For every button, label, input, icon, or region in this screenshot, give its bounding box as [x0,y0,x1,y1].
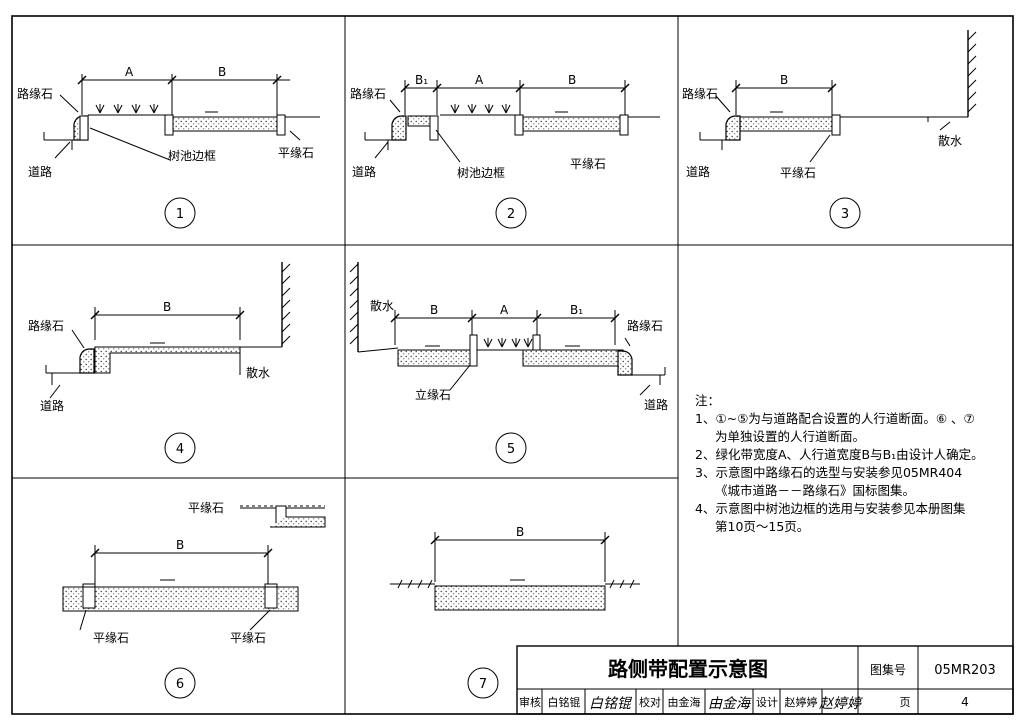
dim-b-3: B [780,73,788,87]
section-6 [62,505,326,699]
dim-b-6: B [176,538,184,552]
dim-b-1: B [218,65,226,79]
note-3b: 《城市道路－－路缘石》国标图集。 [715,483,916,498]
dim-b-7: B [516,525,524,539]
label-flat-curb-1: 平缘石 [278,146,314,160]
label-road-1: 道路 [28,164,52,179]
design-label: 设计 [756,696,778,709]
circle-number-4: 4 [176,442,184,457]
circle-number-2: 2 [507,207,515,222]
atlas-number-label: 图集号 [870,662,906,677]
reviewer-signature: 白铭锟 [589,696,633,712]
section-numbers: 1 2 3 4 5 6 7 [176,207,849,692]
label-road-4: 道路 [40,398,64,413]
dimension-labels: A B B₁ A B B B B A B₁ B B [125,65,788,552]
review-label: 审核 [519,695,541,709]
notes: 注： 1、①~⑤为与道路配合设置的人行道断面。⑥ 、⑦ 为单独设置的人行道断面。… [695,392,1007,536]
section-1 [43,74,320,229]
label-flat-curb-2: 平缘石 [570,157,606,171]
label-drain-4: 散水 [246,365,270,380]
note-3a: 3、示意图中路缘石的选型与安装参见05MR404 [695,465,963,480]
label-upright-curb-5: 立缘石 [415,387,451,402]
note-1a: 1、①~⑤为与道路配合设置的人行道断面。⑥ 、⑦ [695,411,975,426]
label-road-3: 道路 [686,164,710,179]
dim-a-5: A [500,303,509,317]
label-road-5: 道路 [644,397,668,412]
designer-signature: 赵婷婷 [819,696,863,712]
checker-name: 由金海 [668,695,701,709]
label-tree-frame-1: 树池边框 [168,148,216,163]
circle-number-6: 6 [176,677,184,692]
page-number: 4 [961,695,969,709]
note-1b: 为单独设置的人行道断面。 [715,429,866,444]
circle-number-7: 7 [479,677,487,692]
frame-lines [11,15,1014,715]
label-curb-3: 路缘石 [682,86,718,101]
label-road-2: 道路 [352,164,376,179]
dim-b-2: B [568,73,576,87]
circle-number-1: 1 [176,207,184,222]
title-block-text: 路侧带配置示意图 图集号 05MR203 审核 白铭锟 白铭锟 校对 由金海 由… [519,657,996,712]
notes-heading: 注： [695,393,721,408]
callout-labels: 路缘石 道路 树池边框 平缘石 路缘石 道路 树池边框 平缘石 路缘石 道路 平… [17,86,962,645]
label-flat-curb-6c: 平缘石 [230,631,266,645]
label-curb-1: 路缘石 [17,86,53,101]
label-flat-curb-6a: 平缘石 [188,501,224,515]
label-curb-5: 路缘石 [627,318,663,333]
circle-number-3: 3 [841,207,849,222]
section-3 [699,30,977,229]
atlas-number: 05MR203 [934,663,996,678]
label-drain-5: 散水 [370,298,394,313]
label-curb-4: 路缘石 [28,318,64,333]
dim-a-1: A [125,65,134,79]
designer-name: 赵婷婷 [785,695,818,709]
label-tree-frame-2: 树池边框 [457,165,505,180]
label-drain-3: 散水 [938,133,962,148]
dim-b-4: B [163,300,171,314]
title-block [516,645,1014,715]
drawing-title: 路侧带配置示意图 [608,657,768,681]
note-4a: 4、示意图中树池边框的选用与安装参见本册图集 [695,501,966,516]
dim-b-5: B [430,303,438,317]
check-label: 校对 [639,695,661,709]
section-4 [45,262,291,464]
dim-b1-5: B₁ [570,303,583,317]
dim-a-2: A [475,73,484,87]
note-2: 2、绿化带宽度A、人行道宽度B与B₁由设计人确定。 [695,447,984,462]
section-7 [390,532,640,699]
label-flat-curb-6b: 平缘石 [93,631,129,645]
circle-number-5: 5 [507,442,515,457]
reviewer-name: 白铭锟 [548,695,581,709]
checker-signature: 由金海 [708,696,752,712]
dim-b1-2: B₁ [415,73,428,87]
page-label: 页 [900,696,911,709]
section-5 [349,262,666,464]
section-2 [364,80,660,229]
label-flat-curb-3: 平缘石 [780,166,816,180]
label-curb-2: 路缘石 [350,86,386,101]
note-4b: 第10页～15页。 [715,519,810,534]
